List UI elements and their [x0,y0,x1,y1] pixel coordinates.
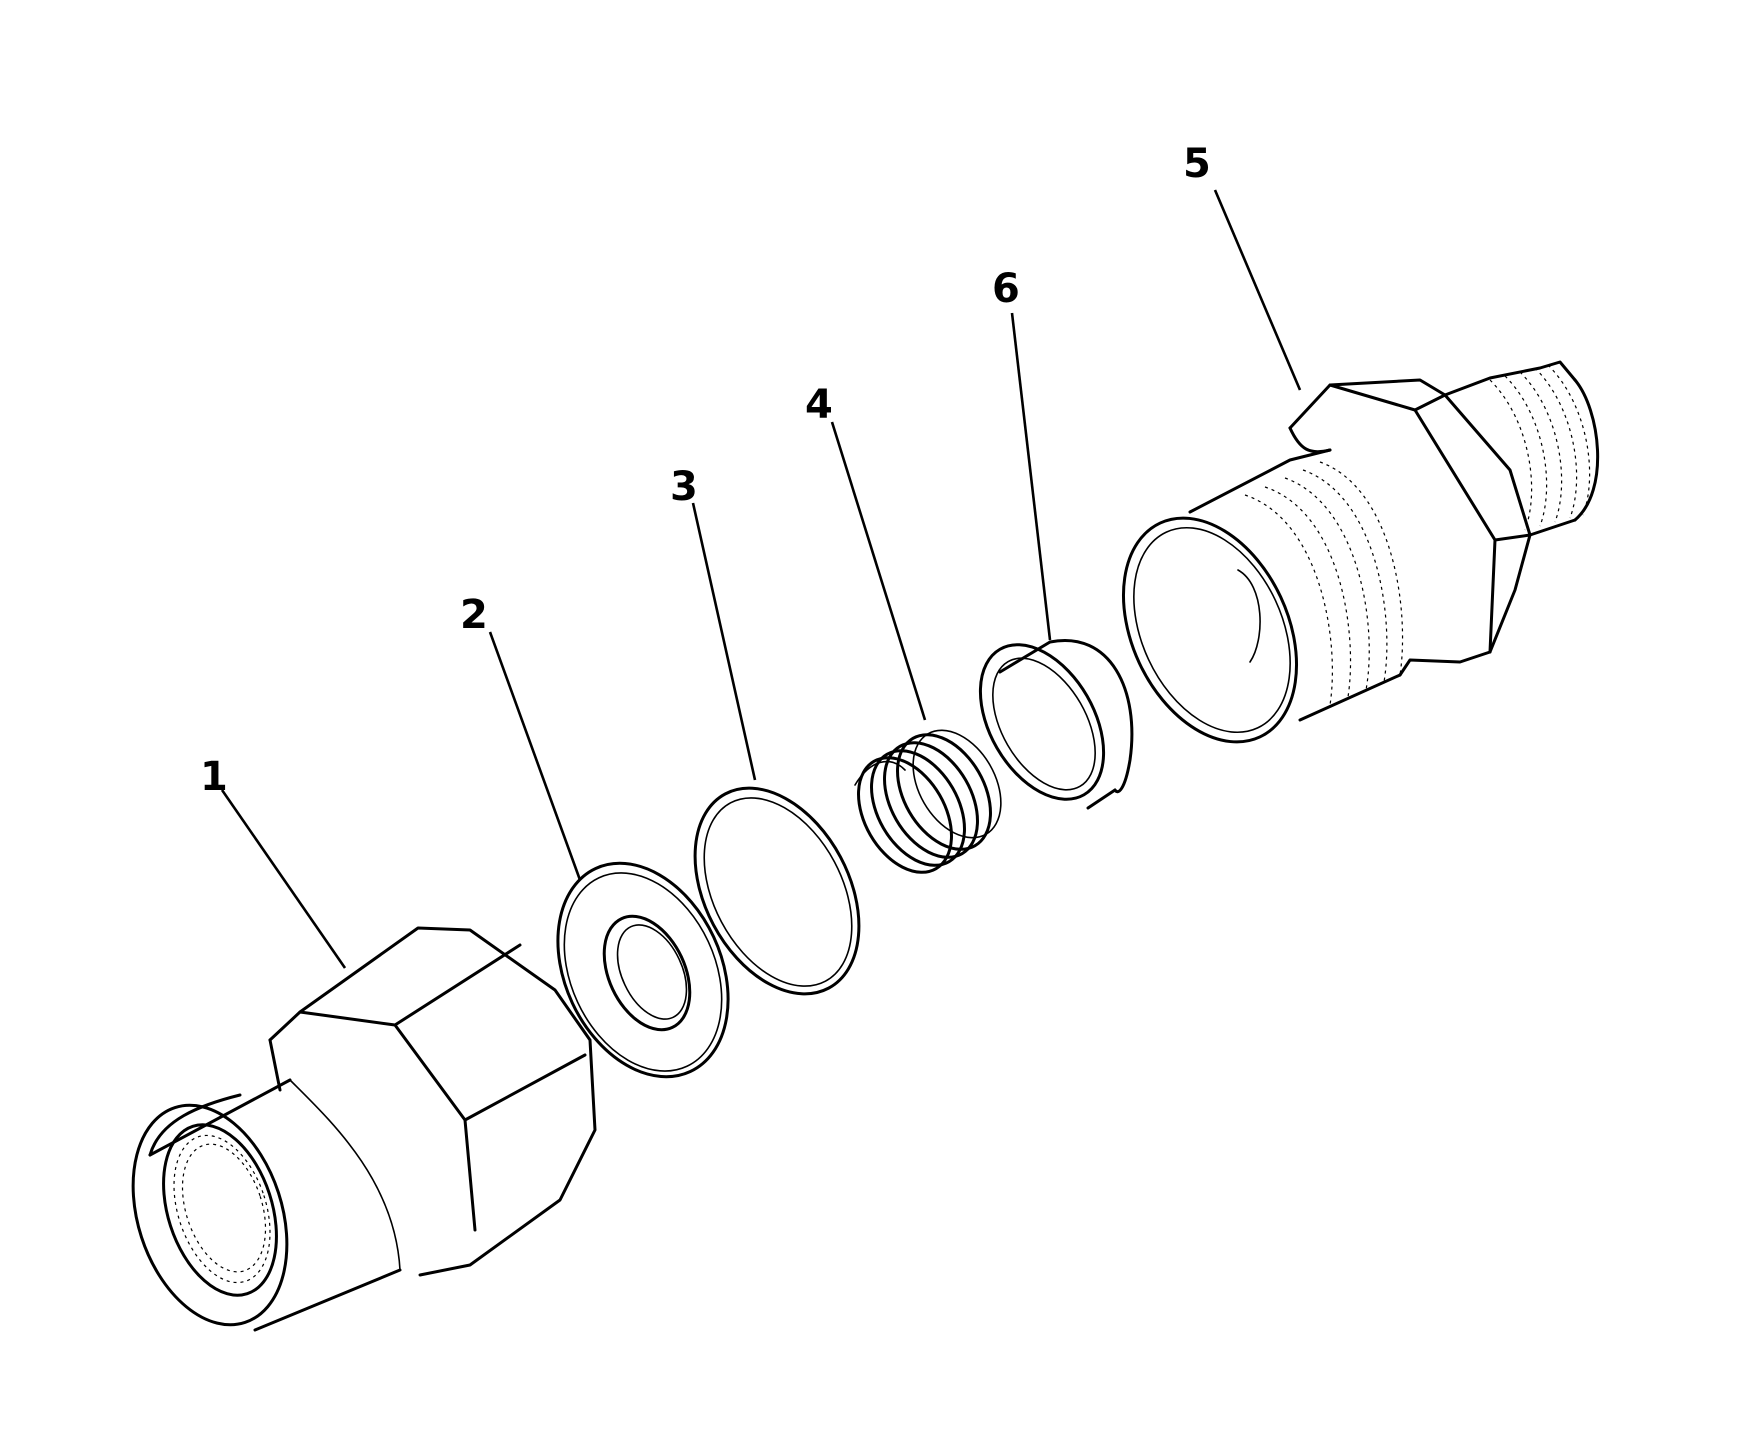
callout-5: 5 [1183,141,1211,187]
callout-1: 1 [200,754,228,800]
leader-line-5 [1213,189,1302,391]
part-6-sleeve [978,639,1134,810]
part-2-washer [556,861,730,1079]
callout-labels: 1 2 3 4 6 5 [200,141,1211,800]
leader-line-2 [488,631,582,881]
part-4-spring [854,729,1002,874]
leader-line-4 [830,421,927,721]
leader-line-1 [220,789,347,969]
leader-lines [220,189,1302,969]
leader-line-3 [691,502,757,781]
part-1-hex-nut [131,926,597,1332]
part-3-ring [693,786,861,996]
part-5-adapter-body [1121,360,1600,744]
callout-3: 3 [670,464,698,510]
callout-2: 2 [460,592,488,638]
callout-6: 6 [992,266,1020,312]
callout-4: 4 [805,382,833,428]
leader-line-6 [1010,312,1052,641]
